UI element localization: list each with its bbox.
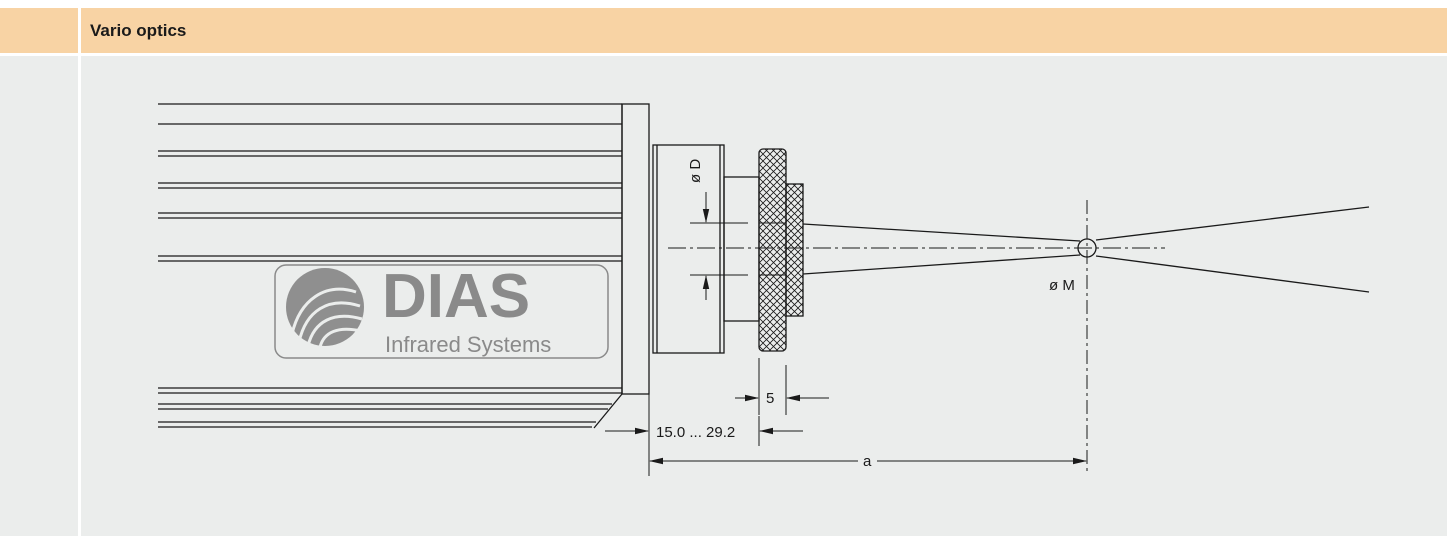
logo-tagline: Infrared Systems: [385, 332, 551, 357]
sensor-housing: [158, 103, 650, 429]
label-distance-a: a: [863, 453, 872, 470]
dimension-diameter-d: [690, 192, 748, 300]
knurled-focus-ring: [758, 148, 804, 352]
header-title-cell: Vario optics: [81, 8, 1447, 53]
section-header: Vario optics: [0, 0, 1447, 53]
label-diameter-d: ø D: [687, 159, 704, 183]
label-focus-range: 15.0 ... 29.2: [656, 424, 735, 441]
beam-path: [802, 206, 1370, 293]
label-lens-thickness: 5: [766, 390, 774, 407]
label-diameter-m: ø M: [1049, 277, 1075, 294]
dimension-lens-thickness: [735, 358, 829, 415]
dias-logo: DIAS Infrared Systems: [274, 262, 609, 359]
focal-spot: [1077, 238, 1097, 258]
section-title: Vario optics: [90, 21, 187, 40]
logo-emblem-icon: [286, 268, 364, 348]
lens-tube: [652, 144, 760, 354]
header-margin-cell: [0, 8, 78, 53]
logo-brand: DIAS: [382, 262, 530, 331]
optical-axis: [668, 200, 1165, 475]
body-margin-cell: [0, 56, 78, 536]
